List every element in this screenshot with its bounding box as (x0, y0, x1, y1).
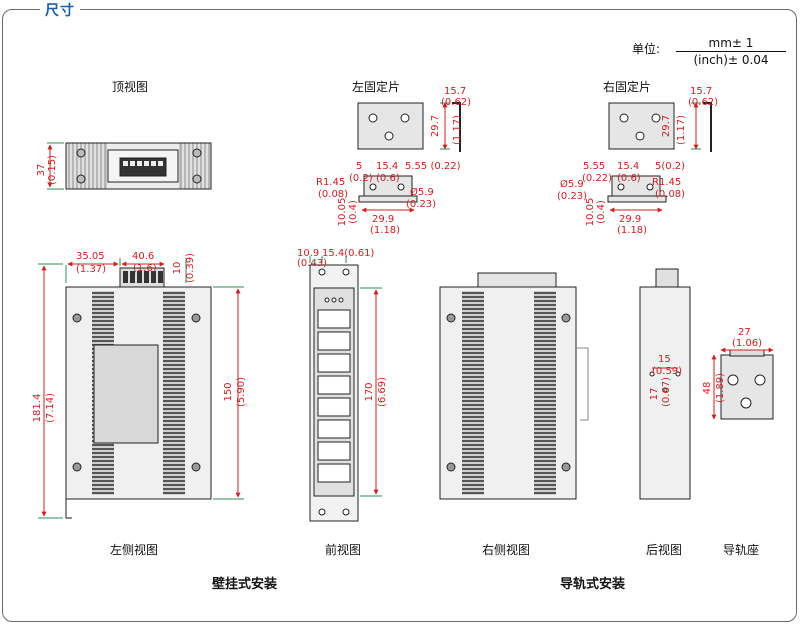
section-frame (2, 9, 797, 622)
dim-rs-height-inch: (1.89) (715, 373, 726, 403)
dim-lb-d-inch: (0.23) (406, 199, 436, 210)
dim-lb-r-inch: (0.08) (318, 189, 348, 200)
dim-ls-c-inch: (0.39) (185, 253, 196, 283)
dim-top-height-inch: (0.15) (47, 155, 58, 185)
dim-rb-thickness-inch: (0.62) (688, 97, 718, 108)
dim-fr-a: 10.9 (297, 248, 319, 259)
dim-lb-thickness: 15.7 (444, 86, 466, 97)
dim-re-a: 15 (658, 354, 671, 365)
unit-numerator: mm± 1 (676, 36, 786, 52)
dim-re-b-inch: (0.67) (661, 377, 672, 407)
unit-legend: 单位: mm± 1 (inch)± 0.04 (632, 36, 786, 67)
section-title: 尺寸 (40, 0, 80, 20)
front-view-drawing (309, 264, 359, 522)
dim-rb-b: 15.4 (617, 161, 639, 172)
dim-rb-width: 29.9 (619, 214, 641, 225)
dim-lb-width: 29.9 (372, 214, 394, 225)
right-bracket-dimensions: 15.7 (0.62) 29.7 (1.17) 5.55 (0.22) 15.4… (557, 86, 718, 236)
left-side-view-dimensions: 35.05 (1.37) 40.6 (1.6) 10 (0.39) 181.4 … (32, 251, 247, 519)
dim-rb-height: 29.7 (661, 115, 672, 137)
dim-rb-thickness: 15.7 (690, 86, 712, 97)
dim-lb-v-inch: (0.4) (348, 200, 359, 224)
dim-rb-c: 5.55 (583, 161, 605, 172)
dim-ls-b: 40.6 (132, 251, 154, 262)
dim-lb-v: 10.05 (337, 198, 348, 227)
dim-fr-height: 170 (364, 382, 375, 401)
dim-lb-height-inch: (1.17) (452, 115, 463, 145)
left-side-view-drawing (65, 267, 212, 519)
caption-left-bracket: 左固定片 (352, 80, 401, 94)
caption-front-view: 前视图 (325, 543, 362, 557)
dim-rb-c-inch: (0.22) (582, 173, 612, 184)
dim-lb-c: 5.55 (0.22) (405, 161, 461, 172)
dim-ls-height: 181.4 (32, 394, 43, 423)
left-bracket-dimensions: 15.7 (0.62) 29.7 (1.17) 5 (0.2) 15.4 (0.… (316, 86, 471, 236)
dim-re-a-inch: (0.59) (652, 366, 682, 377)
dim-ls-body: 150 (223, 382, 234, 401)
dim-ls-body-inch: (5.90) (236, 377, 247, 407)
caption-rear-view: 后视图 (646, 543, 683, 557)
dim-ls-a-inch: (1.37) (76, 264, 106, 275)
caption-right-bracket: 右固定片 (603, 80, 652, 94)
dim-lb-b: 15.4 (376, 161, 398, 172)
dim-top-height: 37 (36, 164, 47, 177)
dim-lb-width-inch: (1.18) (370, 225, 400, 236)
dim-rb-v-inch: (0.4) (596, 200, 607, 224)
dim-re-b: 17 (649, 388, 660, 401)
dim-ls-height-inch: (7.14) (45, 393, 56, 423)
top-view-drawing (65, 142, 212, 190)
top-view-dimensions: 37 (0.15) (36, 142, 64, 190)
rail-seat-dimensions: 27 (1.06) 48 (1.89) (702, 327, 774, 420)
dim-rs-height: 48 (702, 382, 713, 395)
dim-ls-b-inch: (1.6) (133, 263, 157, 274)
front-view-dimensions: 10.9 (0.43) 15.4(0.61) 170 (6.69) (297, 248, 388, 497)
group-wall-mount: 壁挂式安装 (212, 577, 278, 592)
dim-rb-d-inch: (0.23) (557, 191, 587, 202)
dim-rs-width: 27 (738, 327, 751, 338)
dim-fr-b: 15.4(0.61) (322, 248, 374, 259)
caption-left-side-view: 左侧视图 (110, 543, 159, 557)
dim-rb-d: Ø5.9 (560, 178, 584, 190)
dim-rb-r: R1.45 (652, 177, 681, 188)
rail-seat-drawing (720, 349, 774, 420)
dim-fr-height-inch: (6.69) (377, 377, 388, 407)
rear-view-drawing (639, 268, 691, 500)
dim-lb-a-inch: (0.2) (349, 173, 373, 184)
dim-lb-r: R1.45 (316, 177, 345, 188)
left-bracket-drawing (357, 102, 461, 203)
dim-lb-height: 29.7 (430, 115, 441, 137)
dim-rb-a: 5(0.2) (655, 161, 685, 172)
dim-rb-width-inch: (1.18) (617, 225, 647, 236)
unit-denominator: (inch)± 0.04 (693, 53, 769, 67)
caption-top-view: 顶视图 (112, 80, 149, 94)
dim-rb-b-inch: (0.6) (617, 173, 641, 184)
dim-rs-width-inch: (1.06) (732, 338, 762, 349)
dim-lb-a: 5 (356, 161, 362, 172)
dim-rb-v: 10.05 (585, 198, 596, 227)
rear-view-dimensions: 15 (0.59) 17 (0.67) (649, 354, 682, 407)
unit-label: 单位: (632, 42, 661, 56)
dim-rb-r-inch: (0.08) (655, 189, 685, 200)
right-bracket-drawing (607, 102, 712, 203)
caption-right-side-view: 右侧视图 (482, 543, 531, 557)
dim-ls-c: 10 (172, 262, 183, 275)
caption-rail-seat: 导轨座 (723, 543, 760, 557)
right-side-view-drawing (439, 272, 589, 500)
dim-lb-d: Ø5.9 (410, 186, 434, 198)
dim-ls-a: 35.05 (76, 251, 105, 262)
dim-lb-b-inch: (0.6) (376, 173, 400, 184)
dim-rb-height-inch: (1.17) (676, 115, 687, 145)
dim-lb-thickness-inch: (0.62) (441, 97, 471, 108)
dim-fr-a-inch: (0.43) (297, 258, 327, 269)
group-din-rail: 导轨式安装 (560, 577, 626, 592)
